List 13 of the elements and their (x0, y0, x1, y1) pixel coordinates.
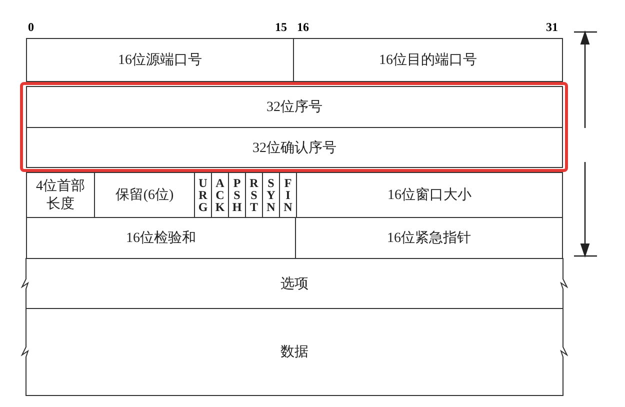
header-field: 4位首部长度 (26, 172, 95, 218)
header-field: 16位窗口大小 (296, 172, 563, 218)
header-field: 32位确认序号 (26, 127, 563, 168)
header-field: 数据 (21, 308, 568, 396)
bit-number: 0 (28, 20, 34, 35)
header-field: 16位源端口号 (26, 38, 294, 82)
header-field: 选项 (21, 258, 568, 309)
header-field: 16位目的端口号 (293, 38, 563, 82)
bit-number: 15 (275, 20, 287, 35)
bit-number: 16 (297, 20, 309, 35)
header-field: 32位序号 (26, 86, 563, 128)
bit-number: 31 (546, 20, 558, 35)
highlight-frame (20, 82, 568, 172)
